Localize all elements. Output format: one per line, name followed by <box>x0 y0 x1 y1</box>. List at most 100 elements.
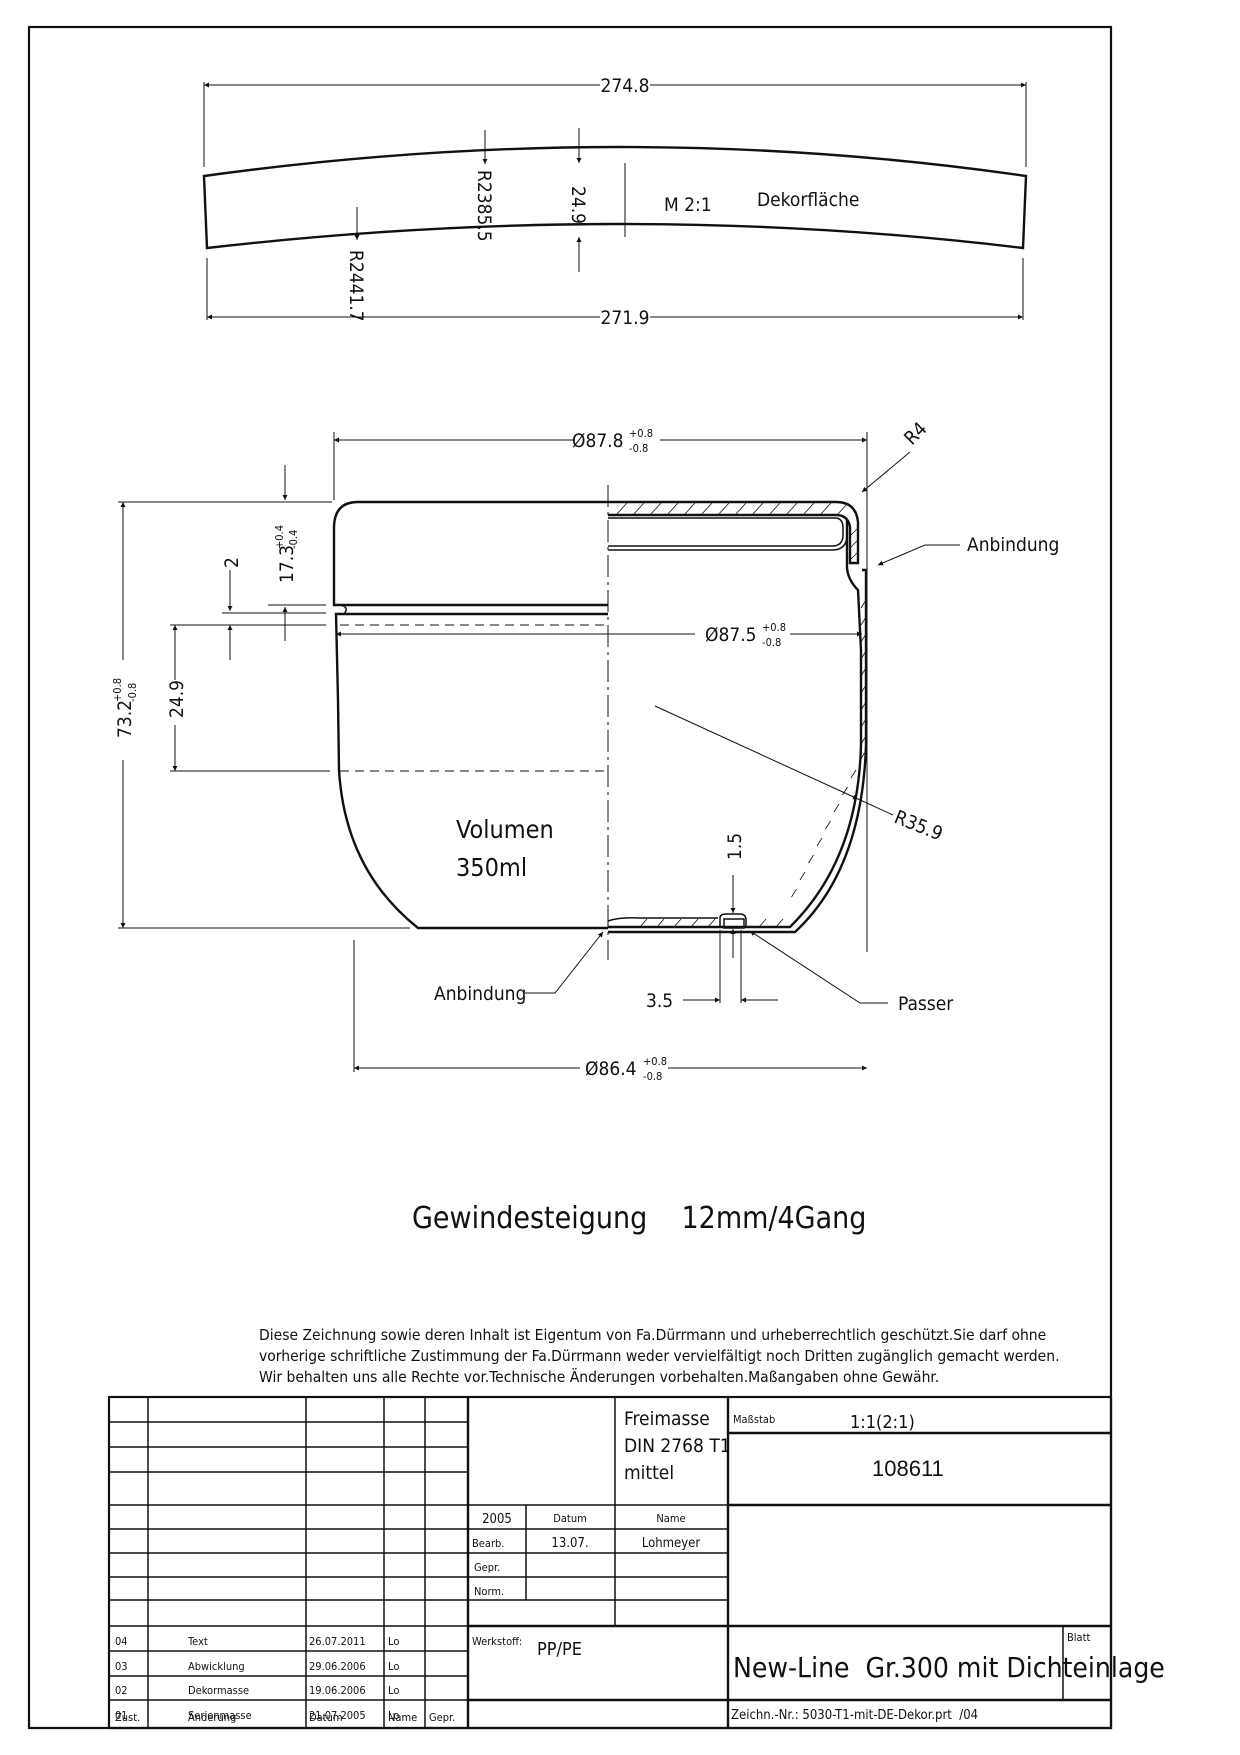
massstab-value: 1:1(2:1) <box>850 1412 915 1433</box>
norm-label: Norm. <box>474 1585 504 1598</box>
hatch-line <box>836 502 849 516</box>
leader-line <box>525 931 604 994</box>
hatch-line <box>819 502 832 516</box>
title-block: Freimasse DIN 2768 T1 mittel 2005 Datum … <box>107 1395 1165 1730</box>
blatt-label: Blatt <box>1067 1631 1090 1644</box>
werkstoff-value: PP/PE <box>537 1639 582 1660</box>
hatch-line <box>849 539 859 549</box>
year: 2005 <box>482 1512 512 1527</box>
hatch-line <box>700 502 713 516</box>
drawing-frame <box>27 25 1113 1730</box>
datum-header: Datum <box>553 1512 586 1525</box>
tolerance-upper: +0.8 <box>629 427 653 440</box>
revision-row: 01 Serienmasse 21.07.2005 Lo <box>115 1709 399 1722</box>
hatch-line <box>791 888 797 898</box>
volume-label: Volumen <box>456 815 554 844</box>
label-anbindung-bottom: Anbindung <box>434 983 526 1005</box>
copyright-line-3: Wir behalten uns alle Rechte vor.Technis… <box>259 1367 939 1386</box>
hatch-line <box>615 502 628 516</box>
massstab-label: Maßstab <box>733 1413 775 1426</box>
revision-change: Änderung <box>188 1711 236 1724</box>
hatch-line <box>632 502 645 516</box>
dim-passer-width: 3.5 <box>646 990 673 1012</box>
hatch-line <box>666 502 679 516</box>
tolerance-line-2: DIN 2768 T1 <box>624 1435 731 1457</box>
revision-change: Serienmasse <box>188 1709 252 1722</box>
name-header: Name <box>656 1512 685 1525</box>
hatch-line <box>785 502 798 516</box>
dim-height-lid: 17.3 <box>276 545 298 583</box>
hatch-line <box>768 502 781 516</box>
revision-date: 21.07.2005 <box>309 1709 366 1722</box>
tolerance-lower: -0.4 <box>287 530 300 549</box>
revision-name: Lo <box>388 1660 399 1673</box>
tolerance-lower: -0.8 <box>629 442 648 455</box>
dim-radius-inner: R2441.7 <box>345 250 367 322</box>
hatch-line <box>683 502 696 516</box>
decor-surface-label: Dekorfläche <box>757 189 859 211</box>
revision-date: 19.06.2006 <box>309 1684 366 1697</box>
revision-checked: Gepr. <box>429 1711 455 1724</box>
hatch-line <box>751 502 764 516</box>
dim-wall-straight: 24.9 <box>166 680 188 718</box>
hatch-line <box>690 918 699 928</box>
jar-section-view: Ø87.8 +0.8 -0.8 R4 Anbindung Ø87.5 +0.8 … <box>111 418 1059 1083</box>
revision-state: 01 <box>115 1709 128 1722</box>
revision-date: 26.07.2011 <box>309 1635 366 1648</box>
dim-strip-height: 24.9 <box>567 186 589 224</box>
hatch-line <box>842 786 848 796</box>
hatch-line <box>850 769 857 779</box>
hatch-line <box>860 701 867 711</box>
tolerance-upper: +0.8 <box>111 678 124 702</box>
dim-diameter-bottom: Ø86.4 <box>585 1058 637 1080</box>
leader-line <box>749 930 888 1004</box>
label-passer: Passer <box>898 993 954 1015</box>
copyright-line-1: Diese Zeichnung sowie deren Inhalt ist E… <box>259 1326 1046 1344</box>
hatch-line <box>656 918 665 928</box>
hatch-line <box>649 502 662 516</box>
hatch-line <box>734 502 747 516</box>
jar-outline <box>334 612 608 930</box>
hatch-line <box>825 820 831 830</box>
tolerance-upper: +0.4 <box>273 525 286 549</box>
drawing-title: New-Line Gr.300 mit Dichteinlage <box>733 1651 1165 1684</box>
revision-date: 29.06.2006 <box>309 1660 366 1673</box>
thread-pitch-note: Gewindesteigung 12mm/4Gang <box>412 1201 866 1236</box>
radius-leader <box>654 705 859 800</box>
hatch-line <box>860 633 867 643</box>
copyright-line-2: vorherige schriftliche Zustimmung der Fa… <box>259 1347 1060 1365</box>
hatch-line <box>639 918 648 928</box>
bearb-name: Lohmeyer <box>642 1536 701 1551</box>
dim-diameter-mid: Ø87.5 <box>705 624 757 646</box>
hatch-line <box>849 527 859 537</box>
tolerance-line-3: mittel <box>624 1462 674 1484</box>
volume-value: 350ml <box>456 853 527 882</box>
radius-leader <box>857 798 894 816</box>
dim-passer-height: 1.5 <box>724 833 746 860</box>
hatch-line <box>758 918 767 928</box>
hatch-line <box>802 502 815 516</box>
hatch-line <box>673 918 682 928</box>
hatch-line <box>816 837 823 847</box>
tolerance-lower: -0.8 <box>126 683 139 702</box>
dim-radius-outer: R2385.5 <box>473 170 495 242</box>
hatch-line <box>859 752 865 762</box>
bearb-label: Bearb. <box>472 1537 504 1550</box>
hatch-line <box>833 803 840 813</box>
tolerance-upper: +0.8 <box>643 1055 667 1068</box>
leader-line <box>877 544 960 566</box>
hatch-line <box>808 854 814 864</box>
dim-radius-bottom: R35.9 <box>891 806 946 845</box>
dim-width-top: 274.8 <box>601 75 650 97</box>
revision-name: Name <box>388 1711 417 1724</box>
tolerance-lower: -0.8 <box>643 1070 662 1083</box>
hatch-line <box>799 871 806 881</box>
revision-change: Text <box>187 1635 208 1648</box>
revision-name: Lo <box>388 1709 399 1722</box>
revision-state: Zust. <box>115 1711 140 1724</box>
tolerance-line-1: Freimasse <box>624 1408 710 1430</box>
